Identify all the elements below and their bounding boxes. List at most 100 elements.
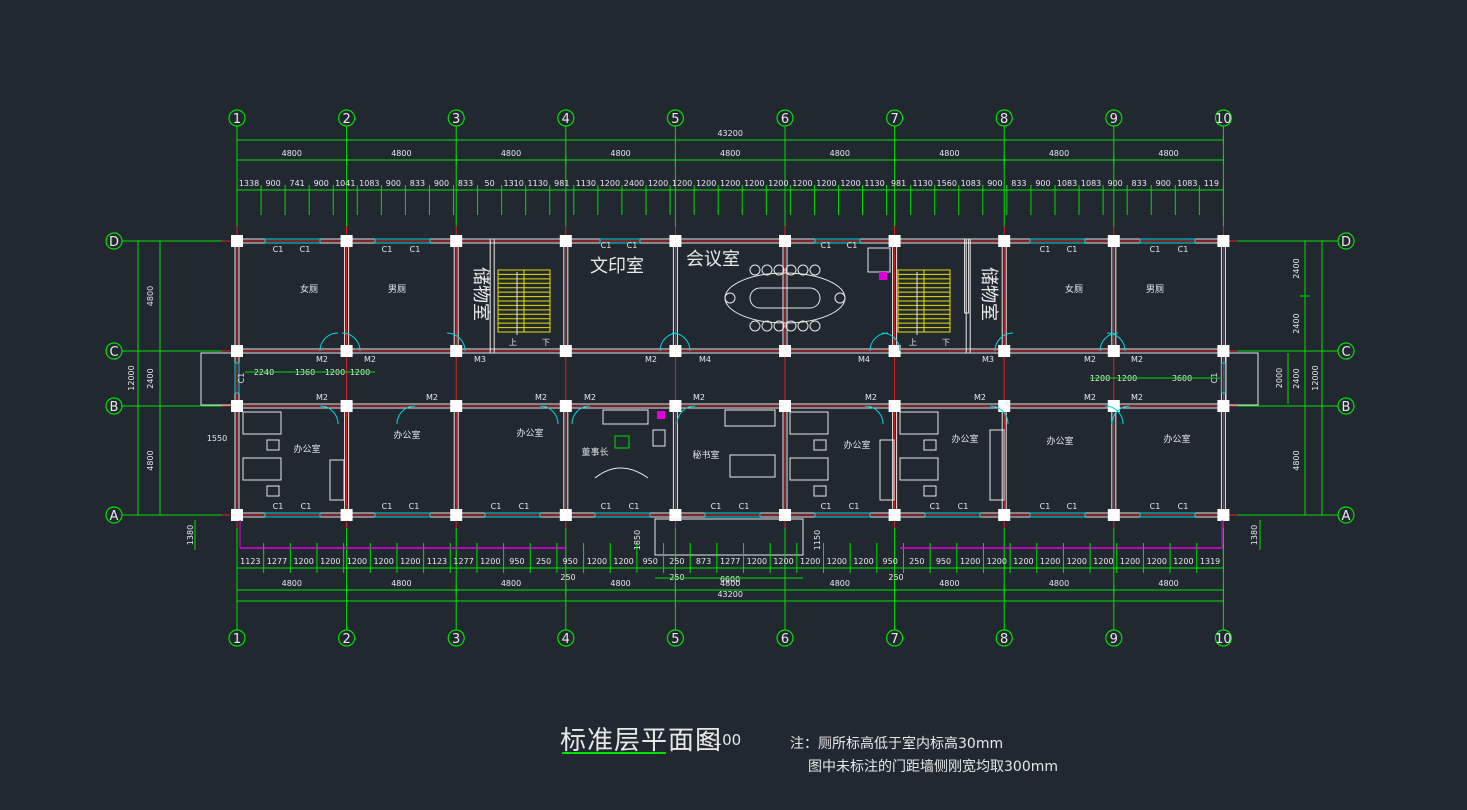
cabinet <box>602 409 649 425</box>
door-label: M4 <box>699 355 711 364</box>
axis-label-right: A <box>1342 509 1351 524</box>
note-line-2: 图中未标注的门距墙侧刚宽均取300mm <box>808 759 1058 775</box>
structural-column <box>231 400 243 412</box>
window-label: C1 <box>739 502 750 511</box>
dim-bays-bottom-text: 4800 <box>720 579 740 588</box>
window-label: C1 <box>491 502 502 511</box>
room-label-office: 办公室 <box>393 429 420 441</box>
wall <box>489 238 495 354</box>
dim-bays-bottom-text: 4800 <box>830 579 850 588</box>
structural-column <box>1107 235 1120 247</box>
dim-detail-bottom-text: 1200 <box>1120 557 1140 566</box>
bookshelf <box>879 439 895 501</box>
dim-detail-bottom-text: 1200 <box>400 557 420 566</box>
dim-side-text: 1380 <box>1250 525 1259 545</box>
door-swing <box>1106 332 1126 352</box>
office-desk <box>242 457 282 481</box>
dim-detail-bottom-text: 950 <box>509 557 524 566</box>
room-label-mens-wc: 男厕 <box>388 284 406 295</box>
dim-detail-bottom-text: 1200 <box>773 557 793 566</box>
window-label: C1 <box>711 502 722 511</box>
dim-bays-top-text: 4800 <box>282 149 302 158</box>
window-label: C1 <box>382 502 393 511</box>
door-label: M2 <box>1131 355 1143 364</box>
door-swing <box>319 332 339 352</box>
dim-detail-bottom-text: 1200 <box>293 557 313 566</box>
structural-column <box>669 345 682 357</box>
dim-detail-bottom-text: 1200 <box>1173 557 1193 566</box>
drawing-title: 标准层平面图 <box>560 726 723 756</box>
dim-detail-bottom-text: 250 <box>669 557 684 566</box>
structural-column <box>559 235 572 247</box>
window-label: C1 <box>1150 502 1161 511</box>
room-label-office: 办公室 <box>843 439 870 451</box>
door-label: M2 <box>865 393 877 402</box>
dim-detail-bottom-text: 250 <box>536 557 551 566</box>
window-label: C1 <box>1150 245 1161 254</box>
window <box>1029 238 1086 244</box>
dim-left-text: 4800 <box>146 450 155 470</box>
door-swing <box>994 332 1014 352</box>
window <box>484 512 541 518</box>
room-label-womens-wc: 女厕 <box>300 283 318 295</box>
dim-detail-bottom-text: 1123 <box>240 557 260 566</box>
dim-side-text: 1850 <box>633 530 642 550</box>
dim-detail-top-text: 1083 <box>1177 179 1197 188</box>
dim-detail-bottom-text: 1200 <box>1093 557 1113 566</box>
dim-detail-bottom-text: 1277 <box>720 557 740 566</box>
dim-detail-top-text: 2400 <box>624 179 644 188</box>
axis-label-top: 6 <box>781 112 789 127</box>
dim-detail-top-text: 50 <box>485 179 495 188</box>
window <box>1029 512 1086 518</box>
structural-column <box>779 509 791 521</box>
dim-side-text: 1380 <box>186 525 195 545</box>
dim-bays-bottom-text: 4800 <box>501 579 521 588</box>
dim-bays-bottom-text: 4800 <box>282 579 302 588</box>
meeting-chair <box>809 264 821 276</box>
meeting-chair <box>724 292 736 304</box>
note-line-1: 注：厕所标高低于室内标高30mm <box>790 736 1004 752</box>
dim-bays-top-text: 4800 <box>1158 149 1178 158</box>
axis-label-top: 8 <box>1000 112 1008 127</box>
window <box>264 238 321 244</box>
door-label: M2 <box>316 393 328 402</box>
structural-column <box>1217 400 1230 412</box>
dim-right-text: 2400 <box>1292 313 1301 333</box>
dim-detail-bottom-text: 1277 <box>267 557 287 566</box>
window-label: C1 <box>1178 502 1189 511</box>
dim-detail-bottom-text: 1200 <box>987 557 1007 566</box>
dim-detail-bottom-text: 950 <box>563 557 578 566</box>
door-label: M2 <box>645 355 657 364</box>
office-chair <box>266 485 280 497</box>
window-label: C1 <box>300 245 311 254</box>
dim-detail-top-text: 1083 <box>961 179 981 188</box>
structural-column <box>669 235 682 247</box>
dim-bays-top-text: 4800 <box>610 149 630 158</box>
dim-right-text: 2400 <box>1292 368 1301 388</box>
window-label: C1 <box>958 502 969 511</box>
window <box>594 512 651 518</box>
dim-detail-bottom-text: 1200 <box>587 557 607 566</box>
dim-detail-bottom-text: 1200 <box>853 557 873 566</box>
office-desk <box>789 411 829 435</box>
dim-detail-top-text: 1200 <box>816 179 836 188</box>
axis-label-bottom: 7 <box>890 632 898 647</box>
dim-detail-top-text: 900 <box>386 179 401 188</box>
axis-label-bottom: 5 <box>671 632 679 647</box>
window <box>264 512 321 518</box>
meeting-chair <box>809 320 821 332</box>
window-label: C1 <box>1067 245 1078 254</box>
structural-column <box>1107 509 1120 521</box>
door-swing <box>1111 405 1131 425</box>
dim-detail-bottom-text: 1200 <box>800 557 820 566</box>
axis-label-right: B <box>1342 400 1351 415</box>
structural-column <box>888 345 901 357</box>
axis-label-bottom: 9 <box>1110 632 1118 647</box>
door-label: M3 <box>474 355 486 364</box>
axis-label-right: C <box>1341 345 1350 360</box>
door-label: M2 <box>1131 393 1143 402</box>
dim-detail-bottom-text: 250 <box>909 557 924 566</box>
axis-label-bottom: 3 <box>452 632 460 647</box>
axis-label-bottom: 8 <box>1000 632 1008 647</box>
room-label-womens-wc: 女厕 <box>1065 283 1083 295</box>
